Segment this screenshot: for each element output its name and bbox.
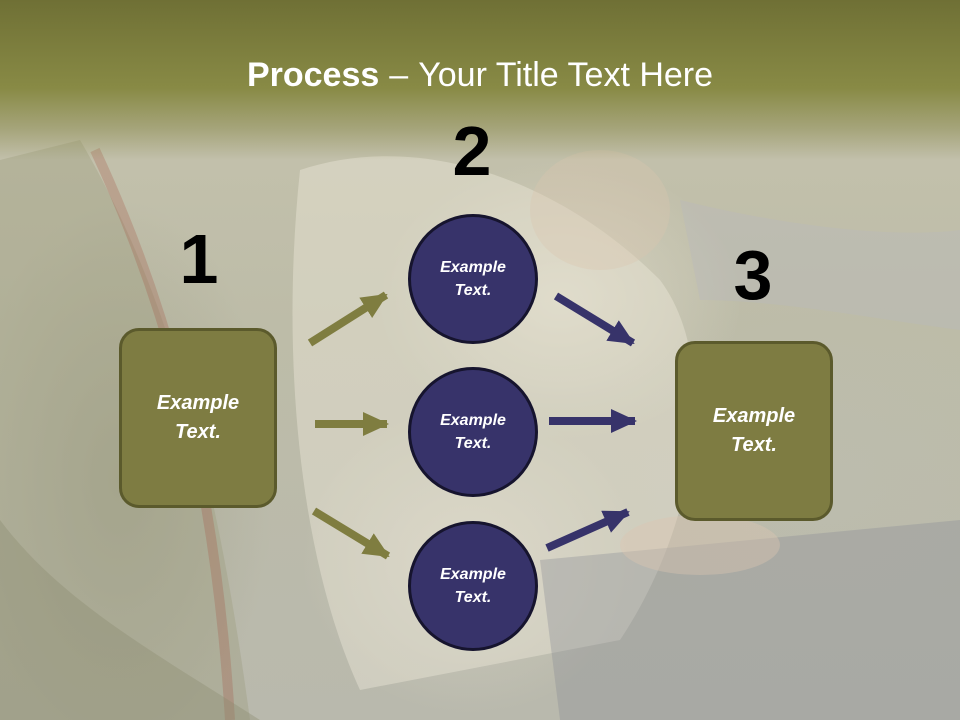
process-circle-bottom: Example Text. (408, 521, 538, 651)
process-box-left-text: Example Text. (156, 392, 240, 443)
title-bold: Process (246, 56, 380, 94)
arrow-left-to-top-icon (307, 291, 389, 347)
slide-title: Process–Your Title Text Here (0, 54, 960, 96)
process-box-left: Example Text. (119, 328, 277, 508)
process-circle-top: Example Text. (408, 214, 538, 344)
title-separator: – (389, 56, 409, 94)
process-circle-top-text: Example Text. (440, 259, 506, 299)
arrow-left-to-bottom-icon (311, 507, 391, 560)
title-rest: Your Title Text Here (418, 56, 714, 94)
arrow-bottom-to-right-icon (545, 508, 630, 552)
process-circle-middle: Example Text. (408, 367, 538, 497)
process-circle-bottom-text: Example Text. (440, 566, 506, 606)
arrow-top-to-right-icon (553, 292, 636, 347)
step-number-2: 2 (452, 112, 492, 190)
title-band (0, 0, 960, 160)
step-number-1: 1 (179, 220, 219, 298)
process-box-right-text: Example Text. (712, 405, 796, 456)
process-box-right: Example Text. (675, 341, 833, 521)
process-circle-middle-text: Example Text. (440, 412, 506, 452)
step-number-3: 3 (733, 236, 773, 314)
